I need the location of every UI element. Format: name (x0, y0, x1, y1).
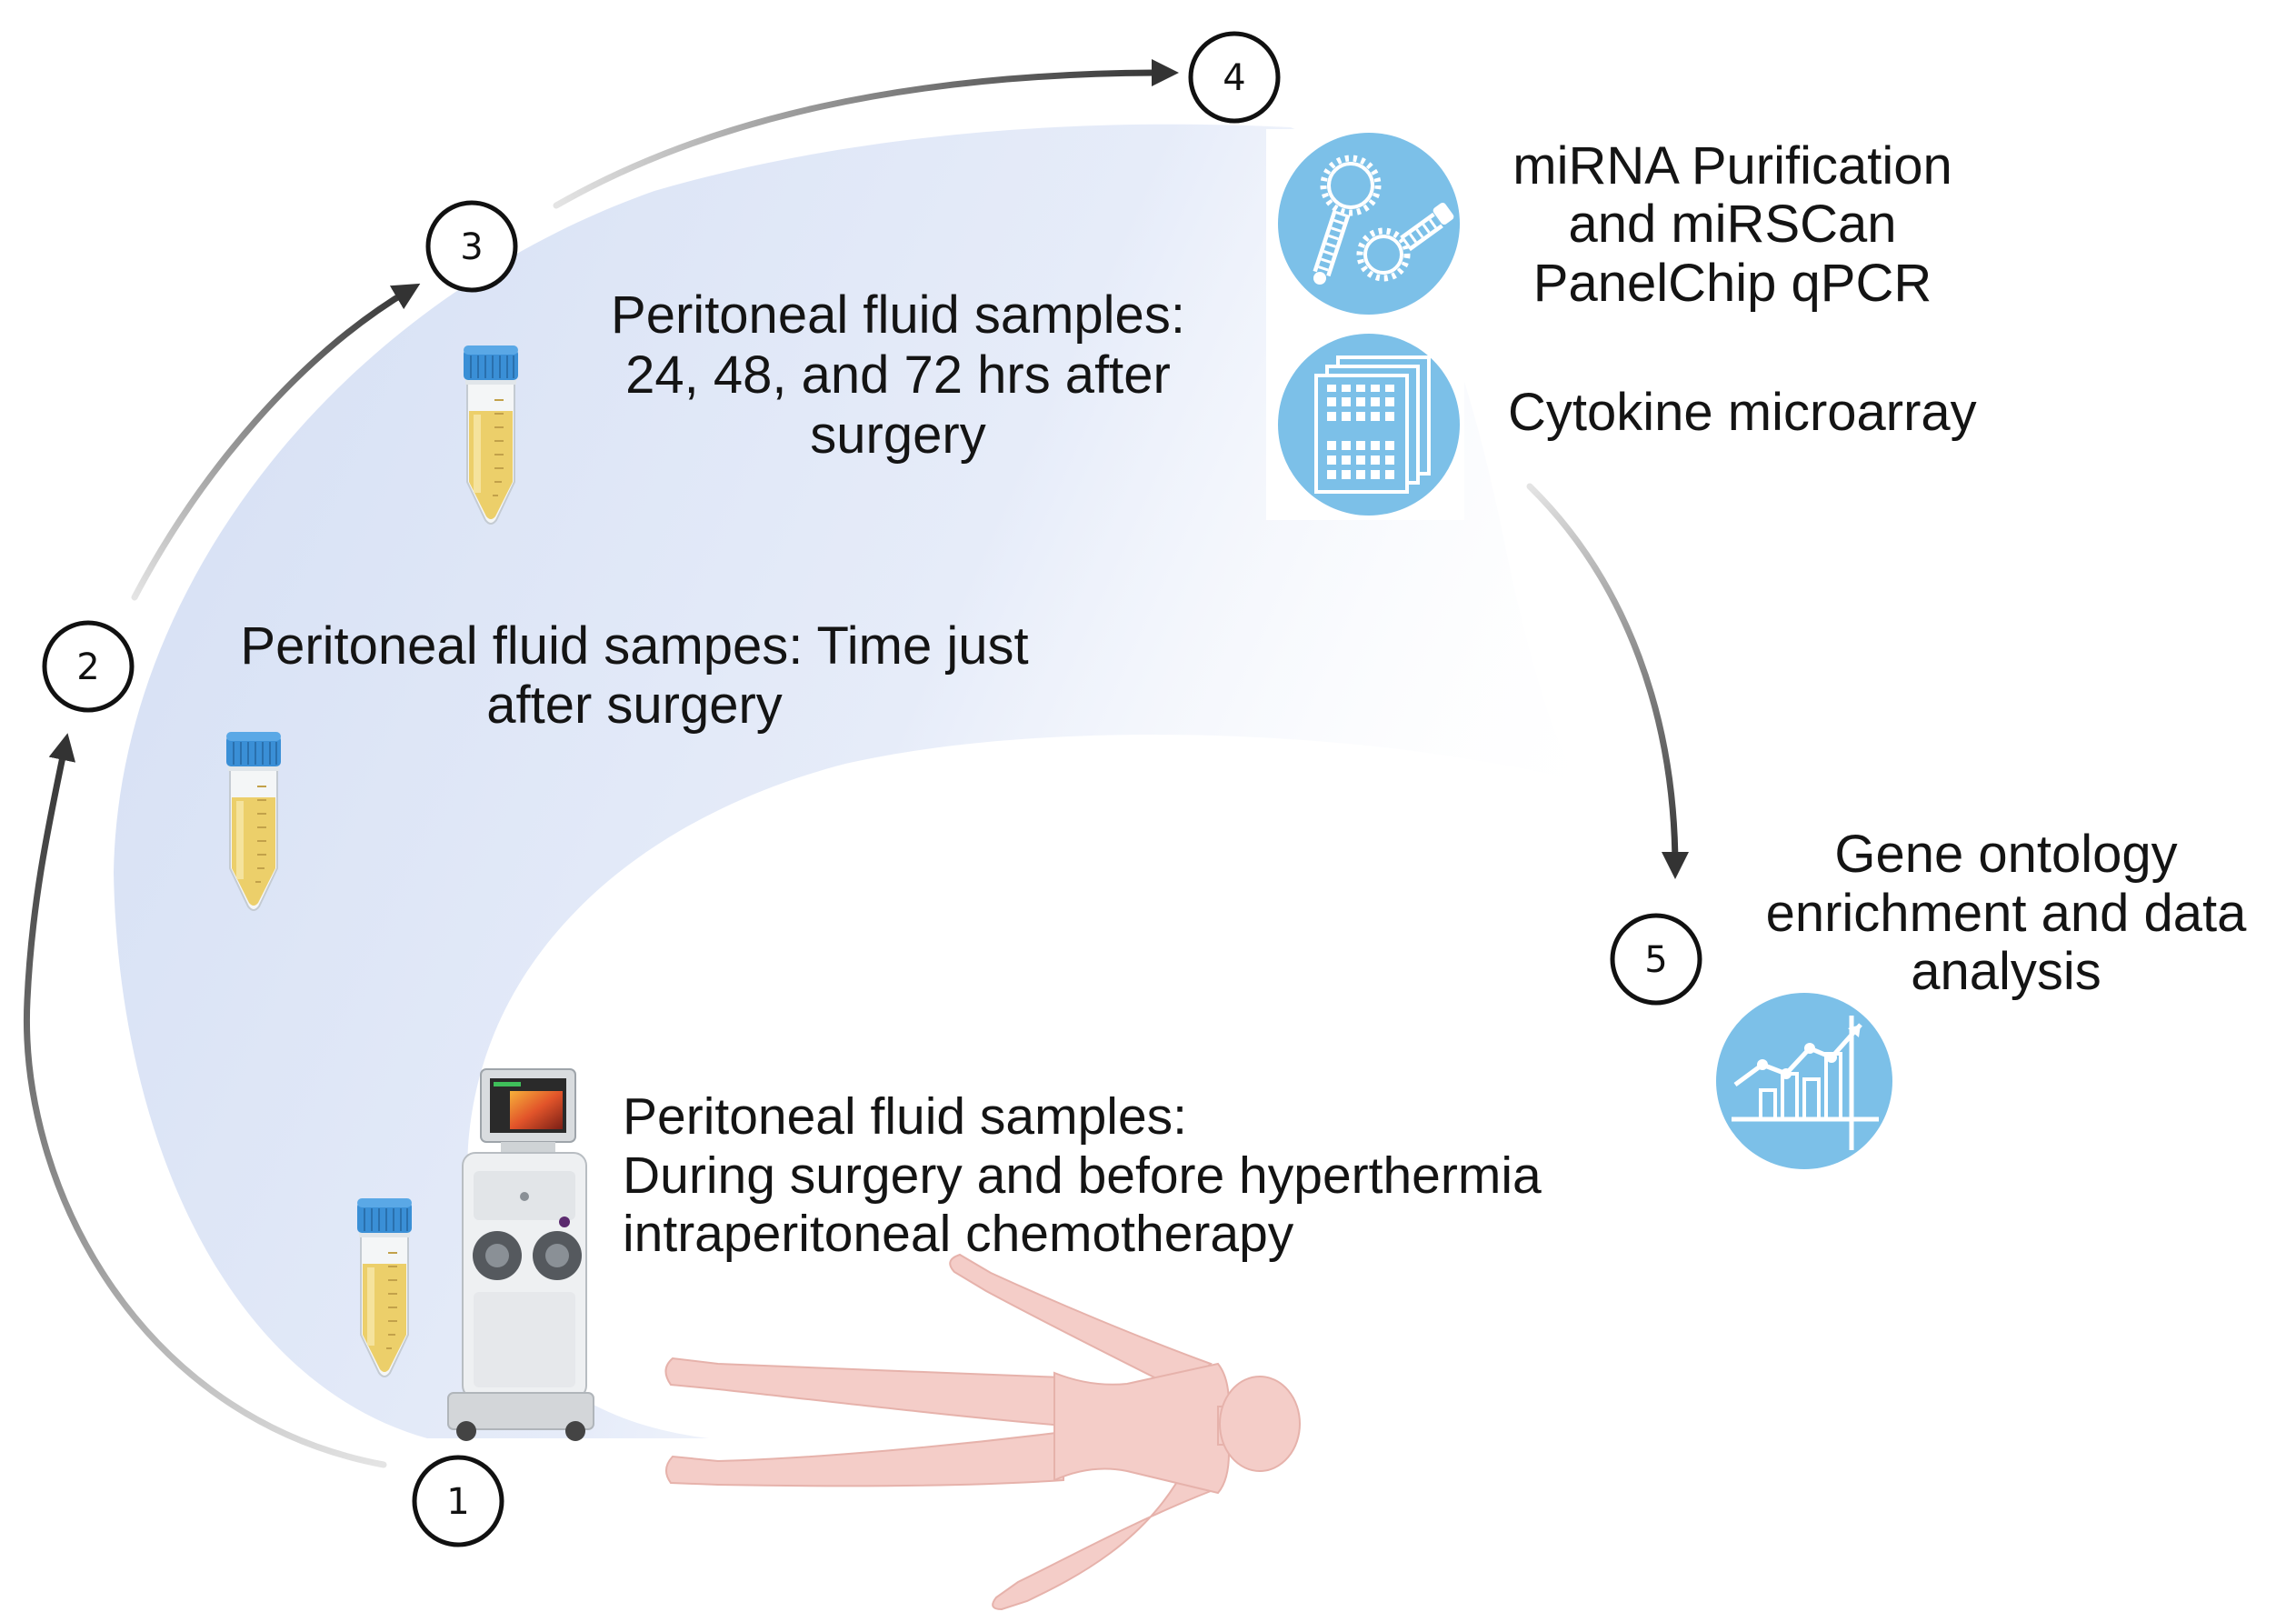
step3-label: Peritoneal fluid samples: 24, 48, and 72… (611, 285, 1185, 465)
arrow-step3-to-step4 (553, 59, 1179, 209)
step2-label-line: after surgery (486, 676, 783, 735)
step-marker-1: 1 (412, 1455, 504, 1547)
step-marker-2: 2 (42, 620, 135, 713)
step-marker-3: 3 (425, 200, 518, 293)
data-analysis-chart-icon (1716, 993, 1892, 1169)
step1-label: Peritoneal fluid samples: During surgery… (623, 1087, 1542, 1263)
step1-label-line: During surgery and before hyperthermia (623, 1146, 1542, 1205)
step5-label-line: Gene ontology (1834, 825, 2177, 884)
hipec-machine-icon (447, 1068, 594, 1441)
step4-cytokine-label: Cytokine microarray (1508, 383, 1977, 442)
step-number: 5 (1644, 939, 1667, 981)
step3-label-line: 24, 48, and 72 hrs after (625, 345, 1171, 405)
step1-label-line: intraperitoneal chemotherapy (623, 1205, 1294, 1263)
step2-label: Peritoneal fluid sampes: Time just after… (240, 616, 1028, 735)
human-body-icon (664, 1253, 1301, 1611)
step2-label-line: Peritoneal fluid sampes: Time just (240, 616, 1028, 676)
step-number: 3 (460, 226, 483, 268)
mirna-label-line: miRNA Purification (1512, 136, 1952, 195)
step4-mirna-label: miRNA Purification and miRSCan PanelChip… (1512, 136, 1952, 313)
step3-label-line: surgery (810, 406, 985, 465)
step-marker-4: 4 (1188, 31, 1281, 124)
step3-label-line: Peritoneal fluid samples: (611, 285, 1185, 345)
mirna-label-line: PanelChip qPCR (1533, 254, 1932, 313)
step-number: 4 (1223, 57, 1245, 99)
arrow-step2-to-step3 (131, 283, 421, 601)
step-marker-5: 5 (1610, 913, 1702, 1006)
step5-label: Gene ontology enrichment and data analys… (1766, 825, 2248, 1001)
step5-label-line: analysis (1911, 942, 2101, 1001)
mirna-purification-icon (1278, 133, 1460, 315)
step-number: 1 (446, 1481, 469, 1523)
arrow-step4-to-step5 (1526, 483, 1689, 879)
step-number: 2 (76, 646, 99, 688)
step5-label-line: enrichment and data (1766, 884, 2248, 943)
arrow-step1-to-step2 (23, 733, 387, 1468)
cytokine-microarray-icon (1278, 334, 1460, 516)
step1-label-line: Peritoneal fluid samples: (623, 1087, 1187, 1146)
mirna-label-line: and miRSCan (1568, 195, 1896, 254)
